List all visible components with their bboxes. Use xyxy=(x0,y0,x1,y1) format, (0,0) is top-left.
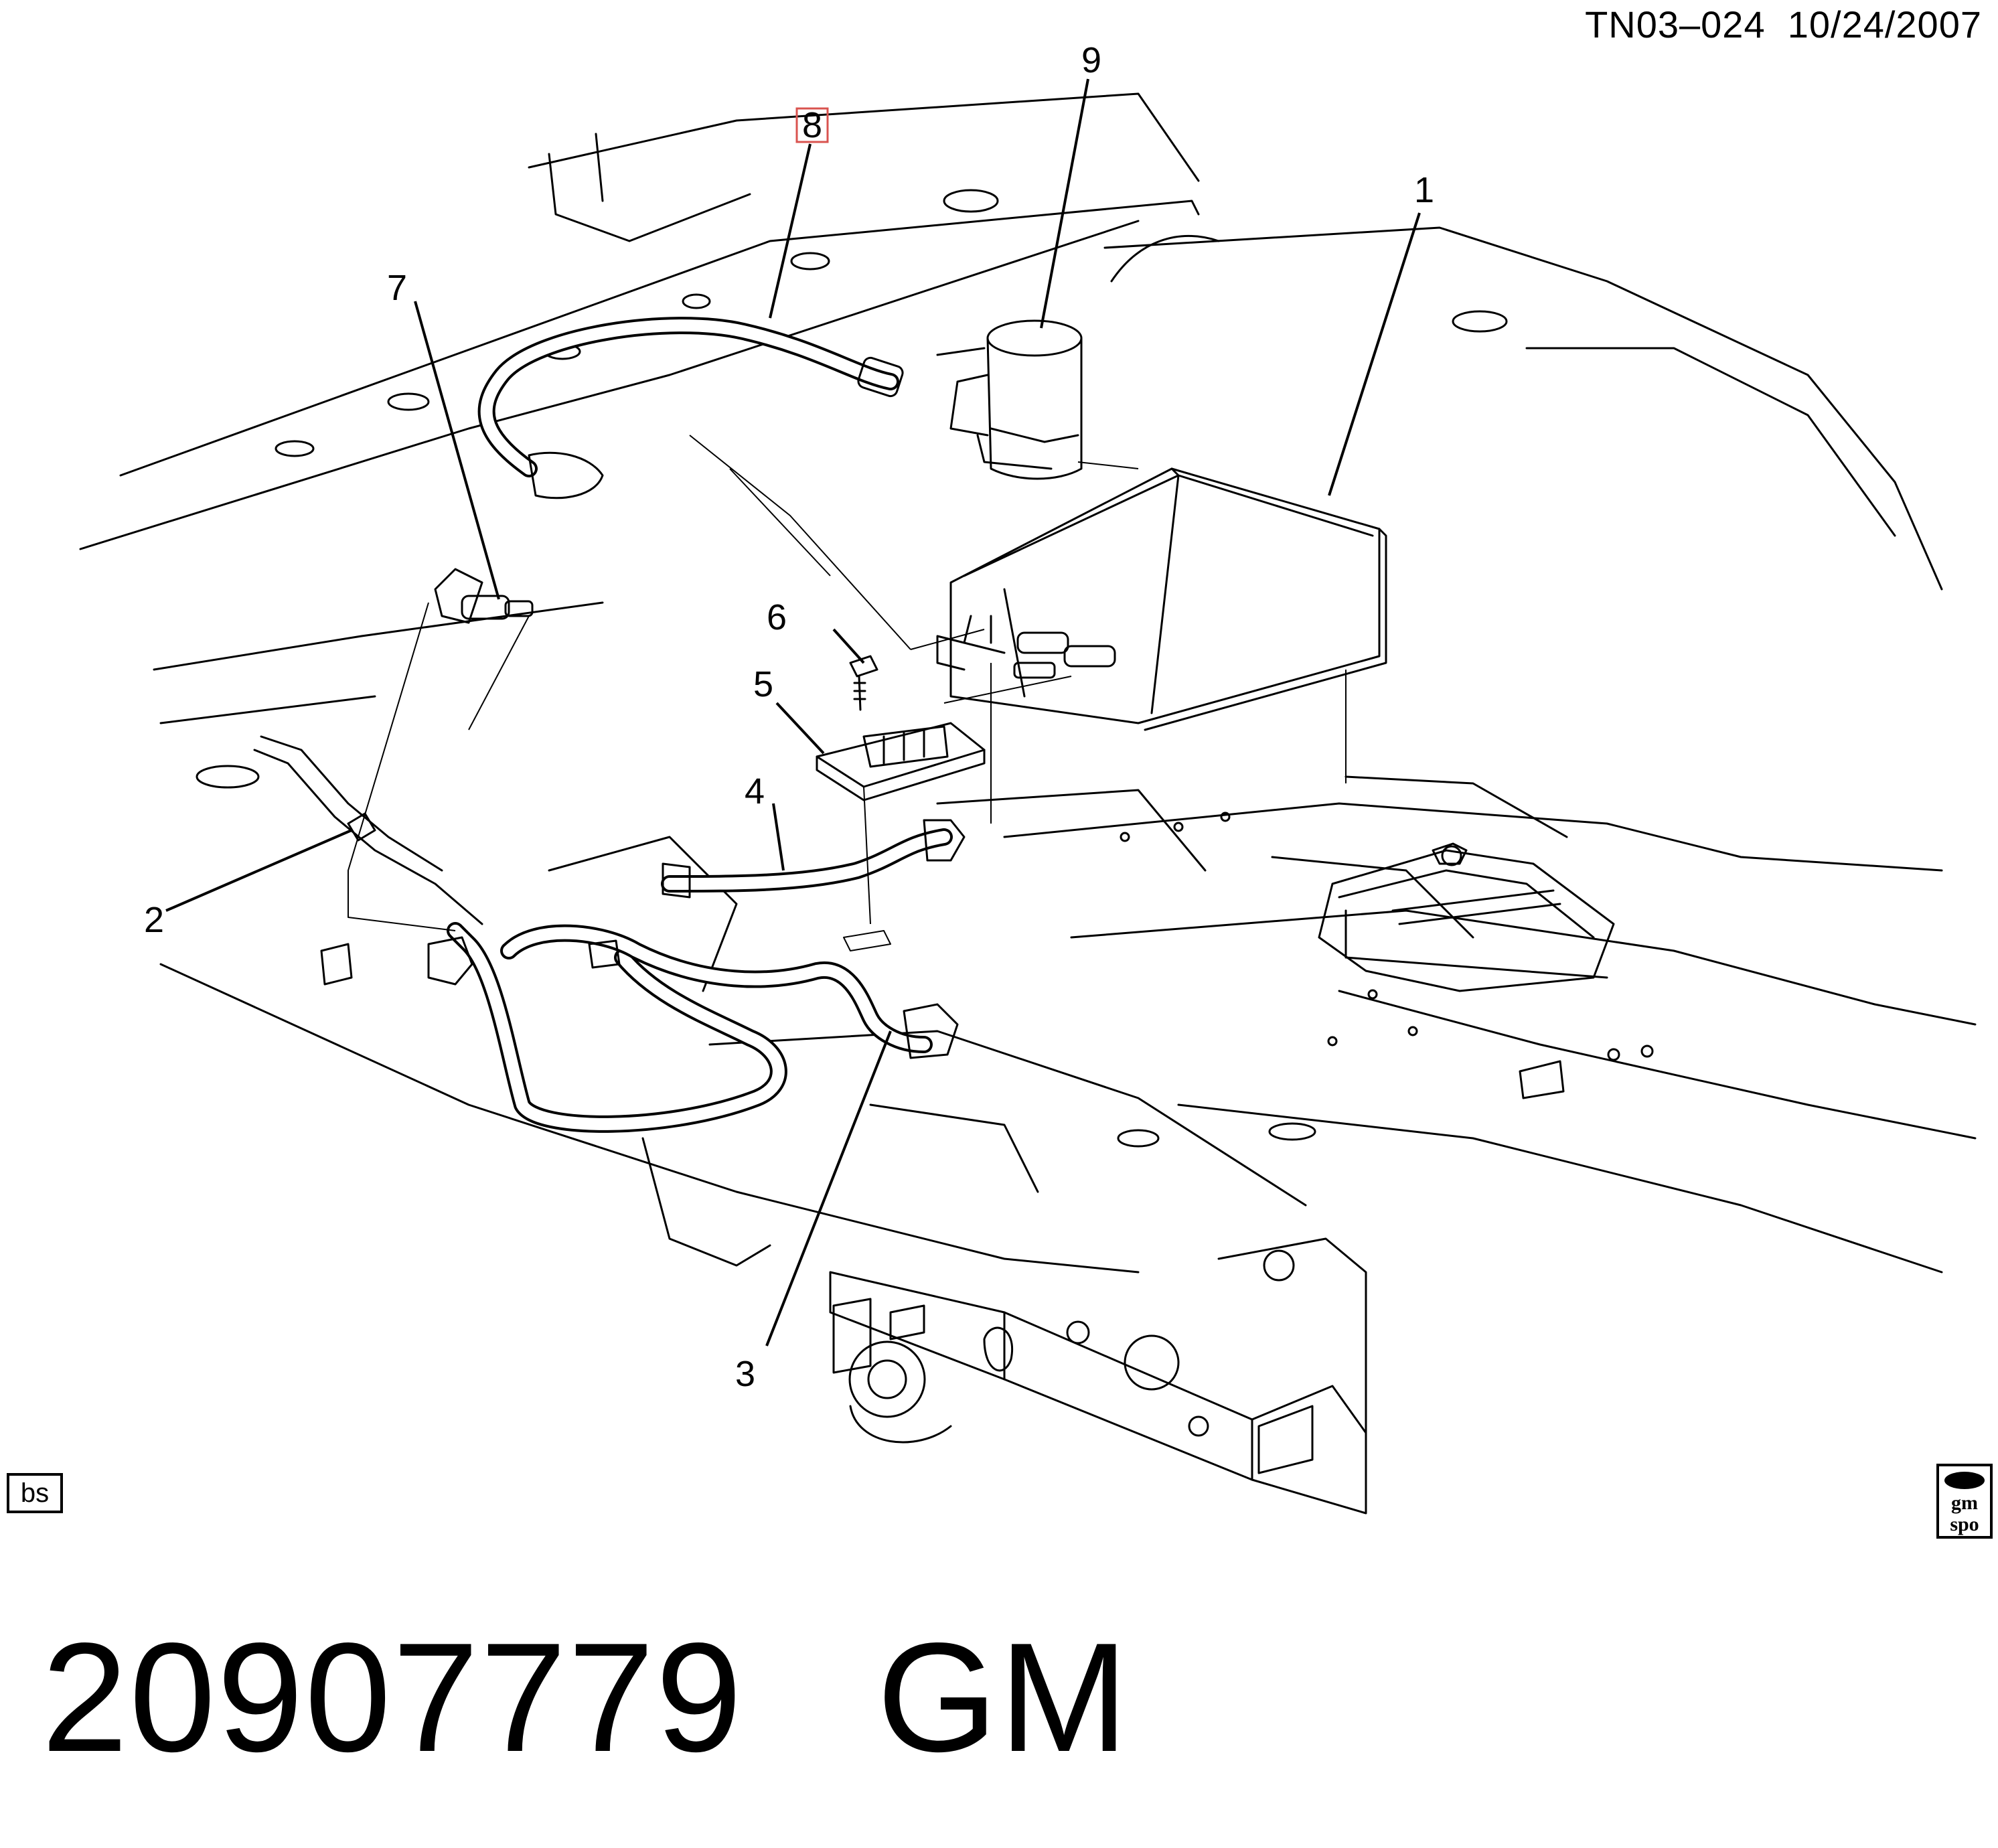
badge-line-1: gm xyxy=(1951,1492,1978,1514)
badge-line-2: spo xyxy=(1950,1513,1979,1535)
part-3-pipe-assembly xyxy=(427,922,959,1133)
part-4-purge-hose xyxy=(661,819,966,899)
part-8-vent-hose xyxy=(477,317,904,499)
callout-5: 5 xyxy=(753,664,773,704)
tank-shield xyxy=(1318,842,1615,992)
underbody-outline xyxy=(79,92,1977,1274)
part-number-value: 20907779 xyxy=(42,1611,744,1784)
part-5-bracket xyxy=(816,722,986,801)
callout-6: 6 xyxy=(767,597,787,637)
frame-holes xyxy=(196,189,1654,1148)
diagram-header: TN03–024 10/24/2007 xyxy=(1585,3,1982,46)
leader-lines xyxy=(165,78,1421,1346)
part-9-vent-valve xyxy=(936,319,1083,480)
callout-9: 9 xyxy=(1081,40,1101,80)
callouts: 1 2 3 4 5 6 7 8 9 xyxy=(144,40,1434,1394)
diagram-code: TN03–024 xyxy=(1585,3,1766,46)
bs-label: bs xyxy=(7,1473,63,1513)
callout-2: 2 xyxy=(144,900,164,940)
callout-4: 4 xyxy=(745,771,765,812)
callout-3: 3 xyxy=(735,1354,755,1394)
diagram-date: 10/24/2007 xyxy=(1787,3,1982,46)
routing-lines xyxy=(348,435,1347,951)
callout-8: 8 xyxy=(802,105,822,145)
part-2-clip xyxy=(253,735,483,925)
callout-8-highlight xyxy=(795,107,829,143)
part-number: 20907779 GM xyxy=(42,1620,1130,1776)
callout-7: 7 xyxy=(387,268,407,308)
callout-1: 1 xyxy=(1414,170,1434,210)
frame-rail xyxy=(829,1237,1367,1515)
part-6-bolt xyxy=(849,655,878,711)
part-7-connector xyxy=(434,568,534,624)
part-1-evap-canister xyxy=(936,467,1387,731)
gm-oval-icon xyxy=(1944,1472,1985,1489)
brand-name: GM xyxy=(876,1611,1130,1784)
gm-spo-badge: gm spo xyxy=(1936,1464,1993,1539)
